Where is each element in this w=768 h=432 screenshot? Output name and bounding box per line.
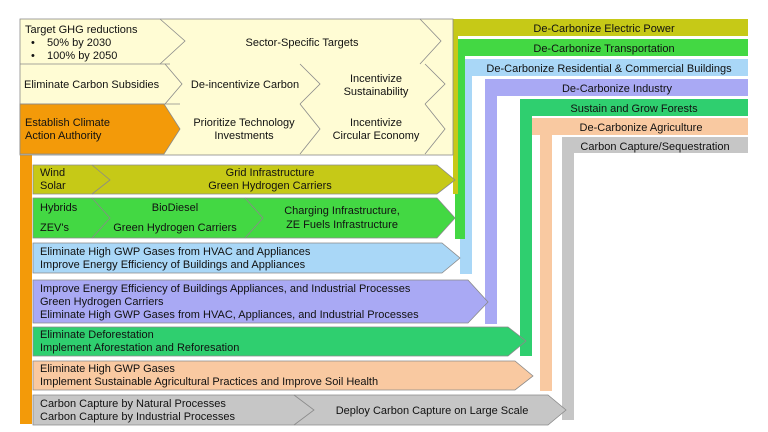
- capture-industrial: Carbon Capture by Industrial Processes: [40, 411, 236, 423]
- buildings-header-bar: [460, 59, 748, 76]
- chevron-row2-c: [424, 63, 446, 105]
- sector-header-buildings: De-Carbonize Residential & Commercial Bu…: [486, 63, 732, 75]
- authority-spine: [20, 150, 32, 424]
- chevron-row2-b: [299, 63, 321, 105]
- carbon-capture-band-vertical: [562, 152, 574, 420]
- carbon-capture-header-bar: [562, 137, 748, 153]
- forests-item-2: Implement Aforestation and Reforesation: [40, 342, 239, 354]
- chevron-row3-a: [299, 103, 321, 155]
- forests-row-arrow: [32, 326, 527, 357]
- prioritize-tech-2: Investments: [214, 130, 274, 142]
- transport-charging-1: Charging Infrastructure,: [284, 205, 400, 217]
- ghg-bullet-marker-1: •: [31, 37, 35, 49]
- transport-hybrids: Hybrids: [40, 202, 78, 214]
- sector-header-forests: Sustain and Grow Forests: [570, 103, 698, 115]
- transport-chevron-2: [244, 197, 264, 239]
- ghg-bullet-2: 100% by 2050: [47, 50, 117, 62]
- authority-label-2: Action Authority: [25, 130, 102, 142]
- authority-box: [19, 103, 181, 155]
- agriculture-item-1: Eliminate High GWP Gases: [40, 363, 175, 375]
- industry-header-bar: [485, 79, 748, 96]
- incentivize-circular-2: Circular Economy: [333, 130, 420, 142]
- transport-zevs: ZEV's: [40, 222, 69, 234]
- transport-chevron-1: [91, 197, 111, 239]
- incentivize-sustainability-1: Incentivize: [350, 73, 402, 85]
- capture-row-arrow: [32, 394, 567, 426]
- eliminate-carbon-subsidies: Eliminate Carbon Subsidies: [24, 79, 160, 91]
- power-row-arrow: [32, 164, 456, 195]
- transport-biodiesel: BioDiesel: [152, 202, 198, 214]
- power-wind: Wind: [40, 167, 65, 179]
- transport-row-arrow: [32, 197, 456, 239]
- buildings-item-1: Eliminate High GWP Gases from HVAC and A…: [40, 246, 311, 258]
- ghg-title: Target GHG reductions: [25, 24, 138, 36]
- industry-item-2: Green Hydrogen Carriers: [40, 296, 164, 308]
- industry-row-arrow: [32, 279, 489, 324]
- industry-band-vertical: [485, 94, 497, 324]
- power-chevron: [91, 164, 111, 195]
- sector-header-industry: De-Carbonize Industry: [562, 83, 673, 95]
- power-header-bar: [453, 19, 748, 36]
- transport-hydrogen: Green Hydrogen Carriers: [113, 222, 237, 234]
- transport-charging-2: ZE Fuels Infrastructure: [286, 219, 398, 231]
- capture-deploy: Deploy Carbon Capture on Large Scale: [336, 405, 529, 417]
- authority-label-1: Establish Climate: [25, 117, 110, 129]
- agriculture-header-bar: [530, 118, 748, 135]
- incentivize-sustainability-2: Sustainability: [344, 86, 409, 98]
- capture-natural: Carbon Capture by Natural Processes: [40, 398, 226, 410]
- sector-header-carbon-capture: Carbon Capture/Sequestration: [580, 141, 729, 153]
- industry-item-1: Improve Energy Efficiency of Buildings A…: [40, 283, 411, 295]
- industry-item-3: Eliminate High GWP Gases from HVAC, Appl…: [40, 309, 419, 321]
- deincentivize-carbon: De-incentivize Carbon: [191, 79, 299, 91]
- buildings-row-arrow: [32, 242, 461, 274]
- prioritize-tech-1: Prioritize Technology: [193, 117, 295, 129]
- transportation-header-bar: [455, 39, 748, 56]
- buildings-item-2: Improve Energy Efficiency of Buildings a…: [40, 259, 306, 271]
- sector-specific-targets: Sector-Specific Targets: [246, 37, 359, 49]
- chevron-row3-b: [424, 103, 446, 155]
- agriculture-row-arrow: [32, 360, 534, 391]
- power-band-vertical: [453, 34, 458, 194]
- chevron-row1-b: [419, 18, 442, 65]
- sector-header-power: De-Carbonize Electric Power: [533, 23, 675, 35]
- chevron-row1-a: [159, 18, 186, 65]
- chevron-row2-a: [164, 63, 183, 105]
- forests-header-bar: [520, 99, 748, 116]
- transportation-band-vertical: [455, 54, 465, 239]
- incentivize-circular-1: Incentivize: [350, 117, 402, 129]
- power-hydrogen: Green Hydrogen Carriers: [208, 180, 332, 192]
- power-grid: Grid Infrastructure: [226, 167, 315, 179]
- agriculture-item-2: Implement Sustainable Agricultural Pract…: [40, 376, 378, 388]
- agriculture-band-vertical: [540, 134, 552, 391]
- sector-header-agriculture: De-Carbonize Agriculture: [580, 122, 703, 134]
- ghg-bullet-1: 50% by 2030: [47, 37, 111, 49]
- sector-header-transportation: De-Carbonize Transportation: [533, 43, 674, 55]
- forests-item-1: Eliminate Deforestation: [40, 329, 154, 341]
- forests-band-vertical: [520, 114, 532, 356]
- ghg-bullet-marker-2: •: [31, 50, 35, 62]
- power-solar: Solar: [40, 180, 66, 192]
- capture-chevron: [293, 394, 315, 426]
